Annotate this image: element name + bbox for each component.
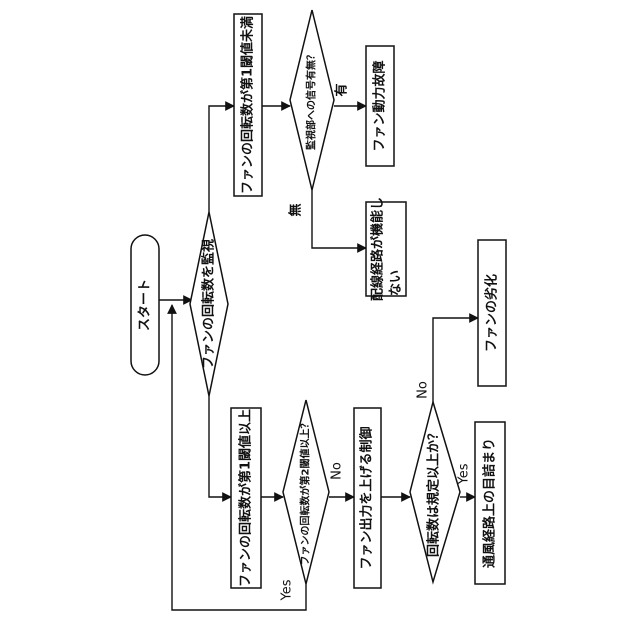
rpm-yes-label: Yes (457, 463, 472, 485)
yes-edge-label: 有 (334, 83, 350, 96)
signal-check-label: 監視部への信号有無？ (305, 50, 318, 150)
degradation-box: ファンの劣化 (478, 240, 506, 386)
th2-yes-label: Yes (280, 579, 295, 601)
edge-monitor-to-above-th1 (209, 396, 231, 497)
power-fault-box: ファン動力故障 (366, 46, 394, 166)
above-th1-box: ファンの回転数が第1閾値以上 (231, 408, 261, 588)
rpm-no-label: No (416, 381, 431, 399)
above-th2-decision: ファンの回転数が第2閾値以上？ (283, 400, 329, 584)
power-fault-label: ファン動力故障 (372, 60, 388, 151)
degradation-label: ファンの劣化 (484, 274, 500, 352)
edge-signal-to-wiring-fault (312, 190, 366, 248)
wiring-fault-label-line2: ない (389, 270, 404, 296)
edge-monitor-to-below-th1 (209, 106, 234, 212)
clogging-box: 通風経路上の目詰まり (475, 422, 505, 584)
monitor-label: ファンの回転数を監視 (201, 239, 217, 369)
no-edge-label: 無 (288, 203, 304, 216)
wiring-fault-box: 配線経路が機能し ない (366, 197, 406, 301)
signal-check-decision: 監視部への信号有無？ (290, 10, 334, 190)
start-terminal: スタート (131, 235, 159, 375)
above-th1-label: ファンの回転数が第1閾値以上 (238, 409, 254, 587)
raise-output-label: ファン出力を上げる制御 (359, 426, 375, 569)
below-th1-label: ファンの回転数が第1閾値未満 (240, 16, 256, 194)
rpm-check-decision: 回転数は規定以上か？ (410, 402, 460, 582)
th2-no-label: No (330, 462, 345, 480)
wiring-fault-label-line1: 配線経路が機能し (370, 197, 386, 301)
monitor-decision: ファンの回転数を監視 (190, 212, 228, 396)
clogging-label: 通風経路上の目詰まり (482, 438, 498, 568)
edge-rpm-check-to-degradation (433, 318, 478, 402)
rpm-check-label: 回転数は規定以上か？ (426, 427, 442, 557)
raise-output-box: ファン出力を上げる制御 (354, 408, 381, 588)
above-th2-label: ファンの回転数が第2閾値以上？ (299, 419, 312, 566)
below-th1-box: ファンの回転数が第1閾値未満 (234, 14, 262, 196)
start-label: スタート (138, 279, 153, 331)
